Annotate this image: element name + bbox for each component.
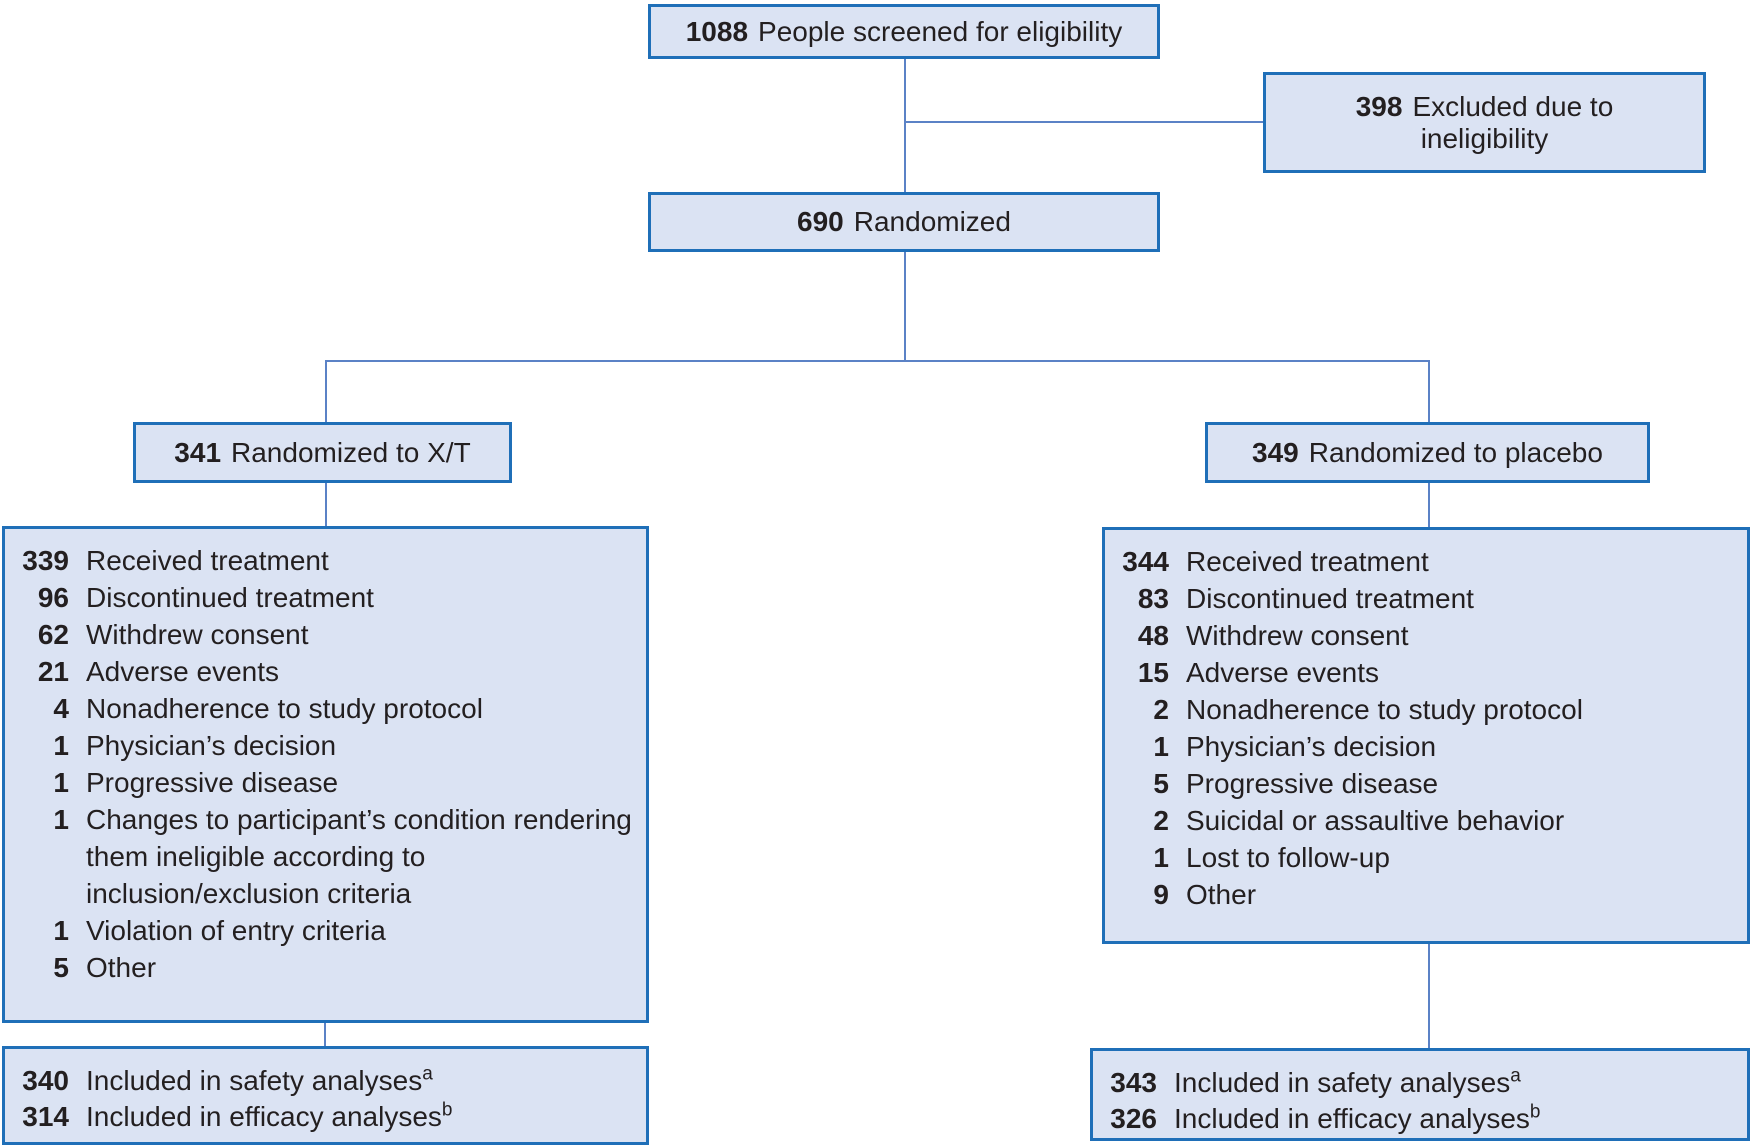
connector-excluded-line xyxy=(905,121,1263,123)
screened-box: 1088 People screened for eligibility xyxy=(648,4,1160,59)
arm-xt-label: Randomized to X/T xyxy=(231,436,471,468)
arm-xt-count: 341 xyxy=(174,436,222,468)
connector-placebo-analyses-line xyxy=(1428,944,1430,1048)
connector-randomized-split-line xyxy=(904,252,906,361)
footnote-marker: a xyxy=(1510,1065,1521,1087)
footnote-marker: a xyxy=(422,1063,433,1085)
connector-split-placebo-line xyxy=(1428,360,1430,422)
randomized-label: Randomized xyxy=(853,206,1011,237)
screened-text: 1088 People screened for eligibility xyxy=(686,16,1123,48)
arm-xt-text: 341 Randomized to X/T xyxy=(174,437,470,469)
arm-xt-box: 341 Randomized to X/T xyxy=(133,422,512,483)
connector-split-horizontal-line xyxy=(325,360,1430,362)
connector-screened-randomized-line xyxy=(904,59,906,192)
randomized-box: 690 Randomized xyxy=(648,192,1160,252)
randomized-text: 690 Randomized xyxy=(797,206,1011,238)
connector-split-xt-line xyxy=(325,360,327,422)
excluded-count: 398 xyxy=(1355,90,1403,122)
footnote-marker: b xyxy=(1529,1101,1541,1123)
excluded-text: 398 Excluded due to ineligibility xyxy=(1296,91,1673,155)
connector-placebo-disposition-line xyxy=(1428,483,1430,527)
arm-placebo-label: Randomized to placebo xyxy=(1308,436,1603,468)
screened-label: People screened for eligibility xyxy=(758,15,1123,47)
footnote-marker: b xyxy=(441,1099,453,1121)
arm-placebo-text: 349 Randomized to placebo xyxy=(1252,437,1603,469)
arm-placebo-count: 349 xyxy=(1252,436,1299,468)
randomized-count: 690 xyxy=(797,206,844,237)
screened-count: 1088 xyxy=(685,15,749,47)
connector-xt-analyses-line xyxy=(324,1023,326,1046)
arm-placebo-box: 349 Randomized to placebo xyxy=(1205,422,1650,483)
excluded-label: Excluded due to ineligibility xyxy=(1412,90,1614,154)
excluded-box: 398 Excluded due to ineligibility xyxy=(1263,72,1706,173)
connector-xt-disposition-line xyxy=(325,483,327,526)
